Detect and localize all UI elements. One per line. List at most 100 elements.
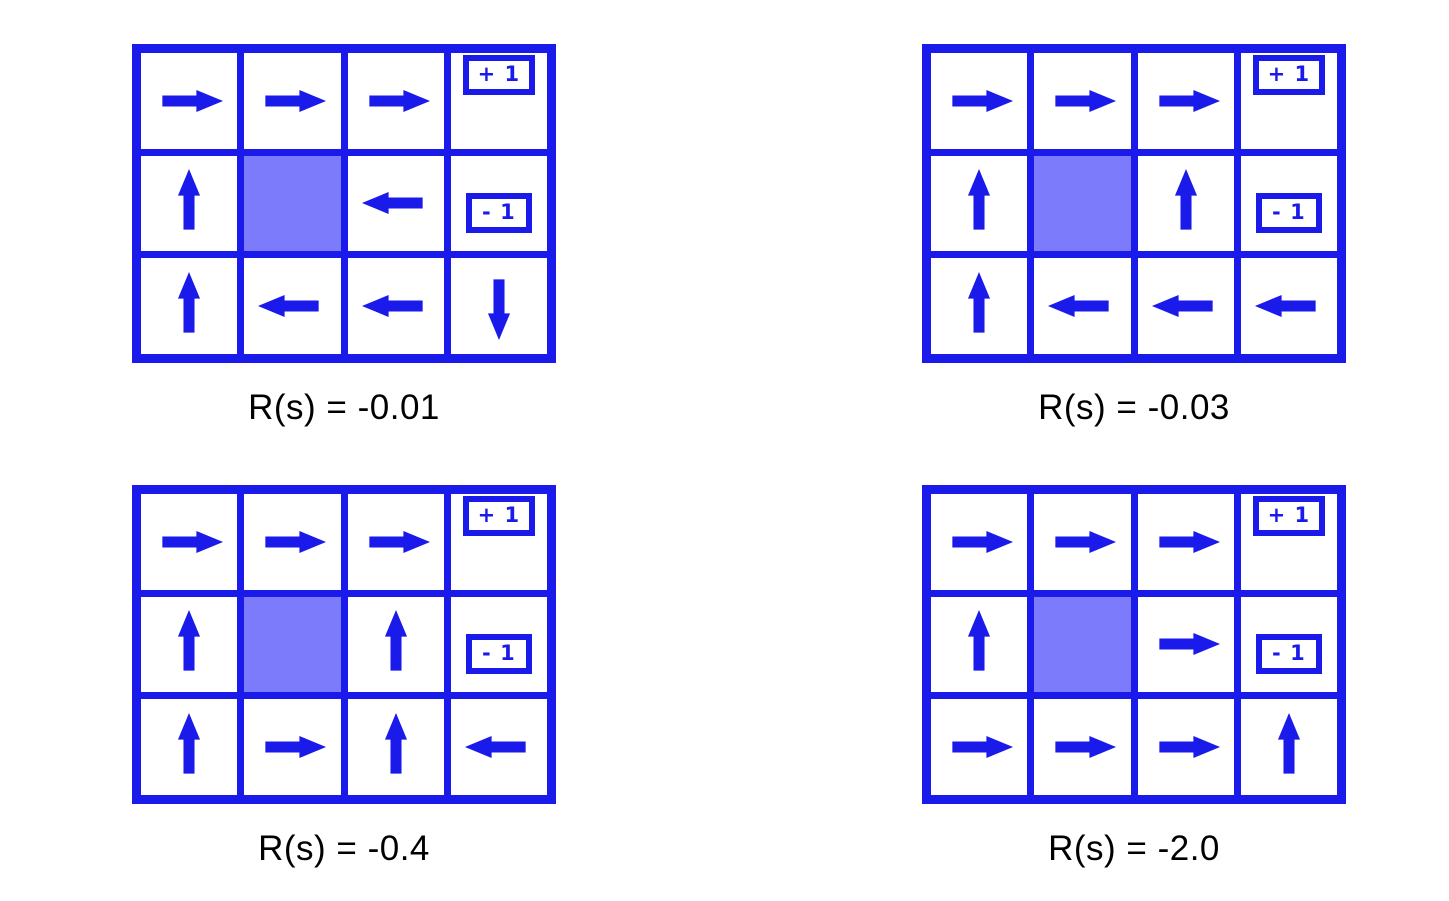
panel-caption-1: R(s) = -0.03 xyxy=(1038,388,1230,427)
terminal-negative-badge: - 1 xyxy=(1255,193,1322,234)
policy-cell-up xyxy=(1240,699,1337,795)
arrow-up-icon xyxy=(166,269,212,343)
terminal-positive-badge: + 1 xyxy=(1252,54,1326,95)
panel-caption-0: R(s) = -0.01 xyxy=(248,388,440,427)
terminal-positive-badge: + 1 xyxy=(462,54,536,95)
policy-cell-right xyxy=(347,53,444,149)
policy-cell-up xyxy=(141,699,238,795)
terminal-positive-badge: + 1 xyxy=(462,495,536,536)
policy-cell-right xyxy=(244,494,341,590)
policy-grid-0: + 1 - 1 xyxy=(132,44,556,363)
policy-cell-up xyxy=(141,258,238,354)
policy-cell-right xyxy=(1034,494,1131,590)
policy-cell-right xyxy=(244,699,341,795)
arrow-up-icon xyxy=(956,269,1002,343)
arrow-right-icon xyxy=(152,78,226,124)
terminal-negative-cell: - 1 xyxy=(1240,596,1337,693)
policy-cell-left xyxy=(450,699,547,795)
terminal-negative-badge: - 1 xyxy=(1255,634,1322,675)
policy-cell-right xyxy=(931,53,1028,149)
arrow-left-icon xyxy=(462,724,536,770)
gridworld-1: + 1 - 1 xyxy=(922,44,1346,363)
policy-cell-right xyxy=(347,494,444,590)
terminal-negative-cell: - 1 xyxy=(450,596,547,693)
arrow-up-icon xyxy=(1163,166,1209,240)
blocked-cell xyxy=(244,155,341,252)
policy-cell-right xyxy=(931,494,1028,590)
policy-cell-left xyxy=(244,258,341,354)
arrow-right-icon xyxy=(1045,78,1119,124)
policy-cell-left xyxy=(1137,258,1234,354)
terminal-negative-cell: - 1 xyxy=(1240,155,1337,252)
policy-cell-up xyxy=(141,596,238,693)
policy-cell-right xyxy=(141,53,238,149)
gridworld-3: + 1 - 1 xyxy=(922,485,1346,804)
arrow-right-icon xyxy=(255,724,329,770)
policy-cell-up xyxy=(347,699,444,795)
gridworld-2: + 1 - 1 xyxy=(132,485,556,804)
terminal-positive-cell: + 1 xyxy=(450,494,547,590)
terminal-positive-cell: + 1 xyxy=(1240,494,1337,590)
policy-cell-right xyxy=(931,699,1028,795)
arrow-right-icon xyxy=(255,78,329,124)
arrow-up-icon xyxy=(166,607,212,681)
policy-cell-right xyxy=(1137,699,1234,795)
arrow-left-icon xyxy=(1045,283,1119,329)
terminal-negative-badge: - 1 xyxy=(465,193,532,234)
terminal-negative-badge: - 1 xyxy=(465,634,532,675)
policy-cell-right xyxy=(1137,596,1234,693)
policy-grid-3: + 1 - 1 xyxy=(922,485,1346,804)
policy-cell-down xyxy=(450,258,547,354)
arrow-up-icon xyxy=(956,166,1002,240)
policy-cell-up xyxy=(141,155,238,252)
policy-cell-left xyxy=(1034,258,1131,354)
terminal-negative-cell: - 1 xyxy=(450,155,547,252)
policy-cell-up xyxy=(347,596,444,693)
policy-cell-right xyxy=(1137,494,1234,590)
arrow-left-icon xyxy=(359,180,433,226)
arrow-up-icon xyxy=(1266,710,1312,784)
arrow-right-icon xyxy=(255,519,329,565)
policy-cell-right xyxy=(1137,53,1234,149)
arrow-left-icon xyxy=(359,283,433,329)
blocked-cell xyxy=(244,596,341,693)
policy-grid-1: + 1 - 1 xyxy=(922,44,1346,363)
policy-cell-up xyxy=(931,596,1028,693)
arrow-right-icon xyxy=(1045,519,1119,565)
policy-cell-right xyxy=(141,494,238,590)
terminal-positive-badge: + 1 xyxy=(1252,495,1326,536)
arrow-right-icon xyxy=(1045,724,1119,770)
arrow-up-icon xyxy=(166,166,212,240)
policy-cell-up xyxy=(1137,155,1234,252)
arrow-right-icon xyxy=(942,519,1016,565)
arrow-right-icon xyxy=(942,78,1016,124)
policy-cell-up xyxy=(931,258,1028,354)
policy-cell-left xyxy=(1240,258,1337,354)
policy-cell-right xyxy=(1034,699,1131,795)
blocked-cell xyxy=(1034,596,1131,693)
blocked-cell xyxy=(1034,155,1131,252)
arrow-right-icon xyxy=(1149,724,1223,770)
arrow-down-icon xyxy=(476,269,522,343)
arrow-right-icon xyxy=(942,724,1016,770)
arrow-up-icon xyxy=(373,710,419,784)
policy-cell-left xyxy=(347,155,444,252)
arrow-right-icon xyxy=(152,519,226,565)
arrow-left-icon xyxy=(1252,283,1326,329)
policy-cell-right xyxy=(1034,53,1131,149)
arrow-right-icon xyxy=(1149,621,1223,667)
terminal-positive-cell: + 1 xyxy=(1240,53,1337,149)
policy-cell-up xyxy=(931,155,1028,252)
arrow-up-icon xyxy=(956,607,1002,681)
terminal-positive-cell: + 1 xyxy=(450,53,547,149)
arrow-left-icon xyxy=(255,283,329,329)
arrow-right-icon xyxy=(359,78,433,124)
policy-grid-2: + 1 - 1 xyxy=(132,485,556,804)
arrow-right-icon xyxy=(359,519,433,565)
panel-caption-3: R(s) = -2.0 xyxy=(1048,829,1220,868)
arrow-right-icon xyxy=(1149,519,1223,565)
gridworld-0: + 1 - 1 xyxy=(132,44,556,363)
panel-caption-2: R(s) = -0.4 xyxy=(258,829,430,868)
arrow-up-icon xyxy=(166,710,212,784)
arrow-right-icon xyxy=(1149,78,1223,124)
